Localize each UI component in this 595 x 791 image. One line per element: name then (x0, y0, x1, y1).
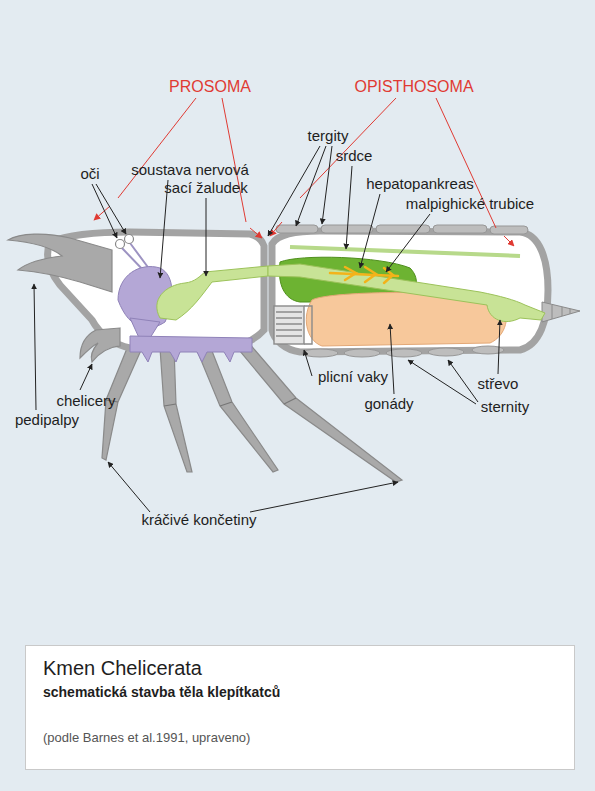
leader-line (408, 360, 476, 404)
leader-arrow (504, 236, 514, 246)
tergites (276, 225, 528, 234)
leader-line (322, 146, 332, 224)
sternite (302, 349, 338, 357)
leader-line (498, 320, 500, 374)
leader-line (296, 146, 326, 226)
part-label: oči (80, 165, 99, 183)
part-label: hepatopankreas (366, 175, 474, 193)
part-label: pedipalpy (15, 411, 79, 429)
leader-line (346, 166, 352, 249)
region-label: OPISTHOSOMA (354, 78, 473, 96)
caption-text: schematická stavba těla klepítkatců (43, 684, 564, 701)
leader-line (386, 214, 430, 272)
part-label: malpighické trubice (406, 195, 534, 213)
pedipalp-claw (8, 234, 112, 292)
leader-line (92, 184, 117, 238)
tubule (330, 273, 398, 276)
leg-joint (106, 398, 296, 406)
eye (125, 235, 134, 244)
leader-arrow (250, 228, 262, 238)
sternite (344, 349, 380, 357)
part-label: sací žaludek (164, 179, 247, 197)
lung-opening (304, 306, 312, 344)
lung-body (274, 306, 304, 344)
telson (542, 302, 580, 322)
leader-line (108, 462, 150, 512)
gut (268, 264, 545, 322)
leader-line (34, 284, 36, 410)
tergite (376, 225, 430, 233)
leader-line (250, 482, 398, 512)
walking-legs (102, 342, 402, 482)
ventral-ganglion (130, 336, 252, 362)
leader-line (206, 198, 207, 276)
part-label: tergity (308, 127, 349, 145)
part-label: gonády (364, 395, 413, 413)
part-label: plicní vaky (318, 368, 388, 386)
leader-line (360, 194, 380, 268)
part-label: sternity (481, 398, 529, 416)
part-label: kráčivé končetiny (141, 511, 256, 529)
part-label: chelicery (56, 392, 115, 410)
region-leaders (94, 98, 514, 246)
chelicera (80, 328, 120, 362)
leader-line (390, 324, 394, 394)
sucking-stomach (157, 266, 268, 320)
tubule (345, 267, 356, 280)
caption-text: (podle Barnes et al.1991, upraveno) (43, 730, 564, 746)
book-lungs (274, 306, 312, 344)
tubule (365, 267, 376, 282)
leader-line (222, 98, 246, 222)
sternites (302, 346, 504, 357)
caption-box: Kmen Chelicerata schematická stavba těla … (25, 645, 575, 770)
sternite (428, 348, 464, 356)
leader-line (96, 184, 126, 234)
leader-line (80, 364, 92, 390)
heart (290, 247, 520, 256)
telson-ridges (552, 305, 570, 319)
leader-line (268, 146, 320, 236)
leader-line (304, 350, 312, 376)
leg (160, 348, 192, 472)
tergite (433, 225, 487, 233)
part-label: srdce (336, 147, 373, 165)
eye (116, 240, 125, 249)
tubule (384, 268, 393, 283)
caption-title: Kmen Chelicerata (43, 656, 564, 680)
part-label: soustava nervová (131, 161, 249, 179)
part-label: střevo (478, 375, 519, 393)
region-label: PROSOMA (169, 78, 251, 96)
tergite (276, 225, 318, 233)
lung-lamellae (276, 312, 302, 336)
